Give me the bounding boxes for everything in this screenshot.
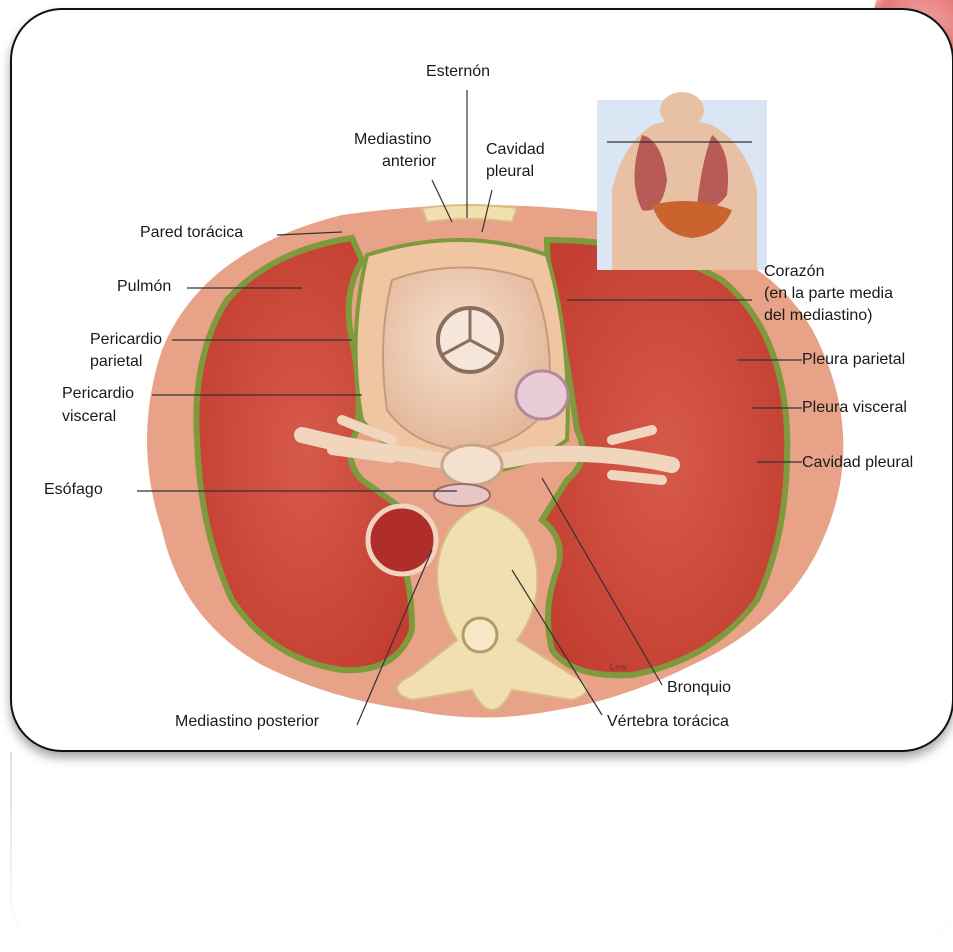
label-cavidad-pleural-right: Cavidad pleural xyxy=(802,453,913,473)
label-corazon-1: Corazón xyxy=(764,262,824,282)
thorax-cross-section-illustration: Lew xyxy=(12,10,952,750)
label-pleura-parietal: Pleura parietal xyxy=(802,350,905,370)
label-esofago: Esófago xyxy=(44,480,103,500)
label-mediastino-posterior: Mediastino posterior xyxy=(175,712,319,732)
label-vertebra-toracica: Vértebra torácica xyxy=(607,712,729,732)
label-pericardio-visceral-2: visceral xyxy=(62,407,116,427)
label-mediastino-anterior-1: Mediastino xyxy=(354,130,431,150)
pulmonary-vessel xyxy=(516,371,568,419)
label-pleura-visceral: Pleura visceral xyxy=(802,398,907,418)
label-pulmon: Pulmón xyxy=(117,277,171,297)
label-pericardio-parietal-2: parietal xyxy=(90,352,142,372)
spinal-cord xyxy=(463,618,497,652)
torso-inset xyxy=(597,92,767,270)
label-esternon: Esternón xyxy=(426,62,490,82)
label-bronquio: Bronquio xyxy=(667,678,731,698)
label-corazon-3: del mediastino) xyxy=(764,306,873,326)
label-mediastino-anterior-2: anterior xyxy=(382,152,436,172)
trachea xyxy=(442,445,502,485)
label-cavidad-pleural-top-1: Cavidad xyxy=(486,140,545,160)
label-pericardio-visceral-1: Pericardio xyxy=(62,384,134,404)
label-pared-toracica: Pared torácica xyxy=(140,223,243,243)
label-corazon-2: (en la parte media xyxy=(764,284,893,304)
label-cavidad-pleural-top-2: pleural xyxy=(486,162,534,182)
label-pericardio-parietal-1: Pericardio xyxy=(90,330,162,350)
sternum xyxy=(422,205,517,222)
esophagus xyxy=(434,484,490,506)
diagram-frame: Lew Esternón Mediastino anterior Cavidad… xyxy=(10,8,953,752)
artist-signature: Lew xyxy=(610,662,627,672)
diagram-reflection: Bronquio Vértebra torácica Mediastino po… xyxy=(10,752,950,952)
